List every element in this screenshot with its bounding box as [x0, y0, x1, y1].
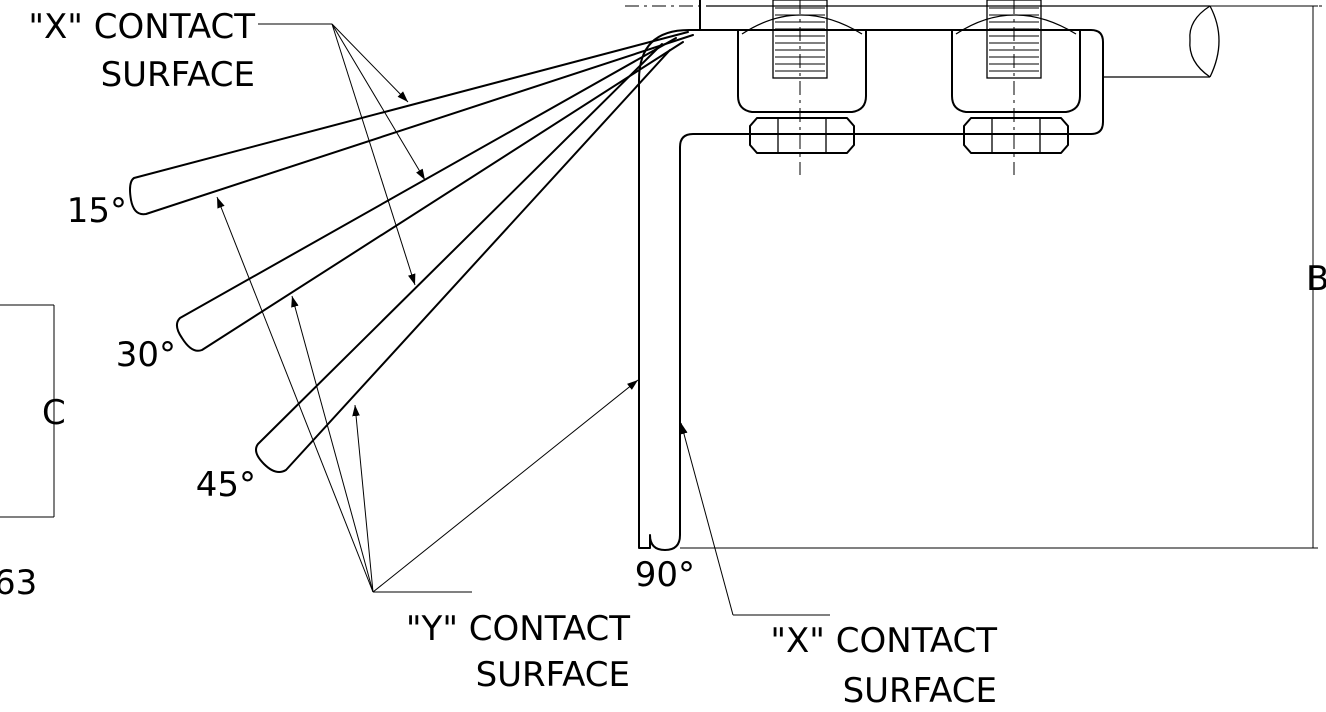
- bolt-right: [951, 0, 1081, 175]
- x-contact-bottom-label-line2: SURFACE: [843, 671, 997, 711]
- bar-45-degree: [255, 43, 671, 473]
- angle-15-label: 15°: [67, 191, 127, 231]
- angle-30-label: 30°: [116, 335, 176, 375]
- y-contact-label-line2: SURFACE: [476, 655, 630, 695]
- leader-x-contact-top: [258, 23, 426, 286]
- x-contact-bottom-label-line1: "X" CONTACT: [770, 621, 997, 661]
- bar-15-degree: [129, 31, 694, 216]
- dimension-c-label: C: [42, 393, 66, 433]
- bolt-left: [737, 0, 867, 175]
- partial-dimension-value: 63: [0, 563, 37, 603]
- x-contact-top-label-line1: "X" CONTACT: [28, 7, 255, 47]
- bar-30-degree: [176, 37, 684, 352]
- dimension-b: [680, 5, 1318, 549]
- y-contact-label-line1: "Y" CONTACT: [406, 609, 630, 649]
- dimension-c: [0, 304, 55, 518]
- top-rod: [625, 0, 1326, 78]
- dimension-b-label: B: [1306, 259, 1326, 299]
- angle-90-label: 90°: [635, 555, 695, 595]
- leader-x-contact-bottom: [680, 422, 830, 616]
- leader-y-contact: [216, 196, 639, 593]
- clamp-bracket: [638, 29, 1104, 551]
- angle-45-label: 45°: [196, 465, 256, 505]
- x-contact-top-label-line2: SURFACE: [101, 55, 255, 95]
